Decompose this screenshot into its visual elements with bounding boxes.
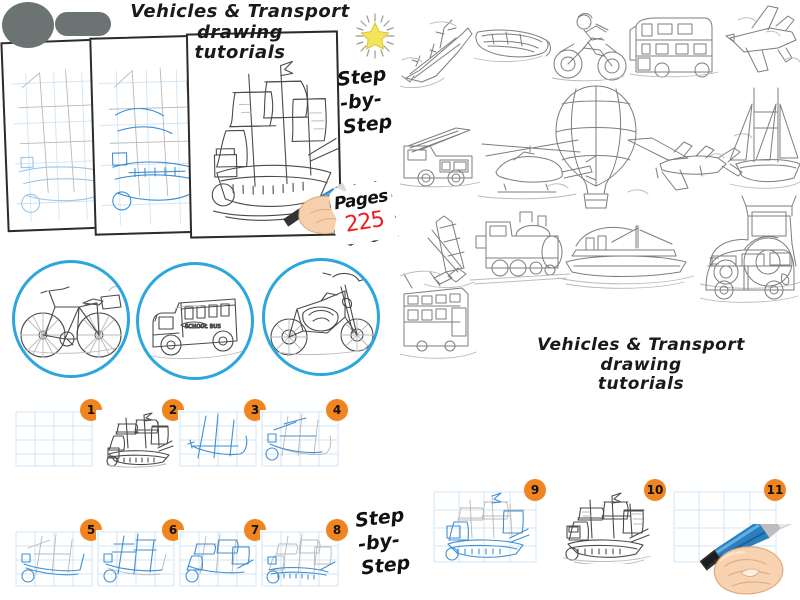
pages-count-badge: Pages 225 bbox=[326, 177, 401, 249]
vehicle-gallery bbox=[399, 0, 800, 400]
star-icon bbox=[352, 12, 398, 60]
vehicle-ocean-liner bbox=[557, 225, 695, 289]
vehicle-rowing-boat bbox=[473, 29, 551, 63]
step-thumbnail-1[interactable]: 1 bbox=[14, 399, 102, 468]
redaction-pill bbox=[55, 12, 111, 36]
step-7-art bbox=[178, 530, 258, 588]
step-9-art bbox=[432, 490, 538, 564]
step-thumbnail-7[interactable]: 7 bbox=[178, 519, 266, 588]
circle-card-chopper-motorcycle[interactable] bbox=[262, 258, 380, 376]
step-8-number: 8 bbox=[326, 519, 348, 541]
vehicle-helicopter bbox=[477, 139, 597, 200]
vehicle-fire-truck bbox=[399, 127, 481, 188]
circle-card-bicycle[interactable] bbox=[12, 260, 130, 378]
vehicle-jet-fighter bbox=[725, 5, 800, 73]
step-6-art bbox=[96, 530, 176, 588]
vehicle-propeller-airplane bbox=[627, 133, 753, 191]
step-thumbnail-3[interactable]: 3 bbox=[178, 399, 266, 468]
step-10-art bbox=[552, 490, 658, 564]
page-title-bottom-line2: tutorials bbox=[597, 374, 685, 395]
step-thumbnail-2[interactable]: 2 bbox=[96, 399, 184, 468]
step-11-number: 11 bbox=[764, 479, 786, 501]
step-8-art bbox=[260, 530, 340, 588]
step-10-number: 10 bbox=[644, 479, 666, 501]
vehicle-dirt-bike-rider bbox=[551, 13, 627, 82]
tutorial-page-1 bbox=[0, 37, 128, 233]
step-5-art bbox=[14, 530, 94, 588]
page-title-top-line1: Vehicles & Transport drawing bbox=[130, 1, 350, 43]
step-thumbnail-5[interactable]: 5 bbox=[14, 519, 102, 588]
vehicle-battleship bbox=[399, 19, 473, 89]
step-thumbnail-10[interactable]: 10 bbox=[552, 479, 666, 564]
step-2-art bbox=[96, 410, 176, 468]
step-9-number: 9 bbox=[524, 479, 546, 501]
svg-text:SCHOOL BUS: SCHOOL BUS bbox=[185, 324, 221, 330]
step-thumbnail-8[interactable]: 8 bbox=[260, 519, 348, 588]
step-1-art bbox=[14, 410, 94, 468]
vehicle-steam-locomotive bbox=[469, 211, 571, 285]
redaction-circle bbox=[2, 2, 54, 48]
step-4-art bbox=[260, 410, 340, 468]
hand-with-pencil bbox=[699, 507, 800, 600]
vehicle-sailing-schooner bbox=[729, 87, 800, 189]
vehicle-rocket-launcher bbox=[423, 215, 475, 289]
vehicle-tram bbox=[399, 270, 477, 359]
page-title-bottom-line1: Vehicles & Transport drawing bbox=[537, 335, 745, 375]
step-by-step-bottom: Step -by- Step bbox=[354, 500, 442, 580]
page-title-bottom: Vehicles & Transport drawing tutorials bbox=[495, 335, 787, 395]
vehicle-camper-van bbox=[699, 238, 800, 308]
step-3-art bbox=[178, 410, 258, 468]
step-thumbnail-9[interactable]: 9 bbox=[432, 479, 546, 564]
step-4-number: 4 bbox=[326, 399, 348, 421]
page-title-top: Vehicles & Transport drawing tutorials bbox=[100, 1, 380, 64]
circle-card-school-bus[interactable]: SCHOOL BUS bbox=[136, 262, 254, 380]
page-title-top-line2: tutorials bbox=[194, 42, 286, 64]
vehicle-hot-air-balloon bbox=[547, 85, 649, 209]
step-thumbnail-4[interactable]: 4 bbox=[260, 399, 348, 468]
step-thumbnail-6[interactable]: 6 bbox=[96, 519, 184, 588]
vehicle-double-decker-bus bbox=[629, 17, 719, 78]
